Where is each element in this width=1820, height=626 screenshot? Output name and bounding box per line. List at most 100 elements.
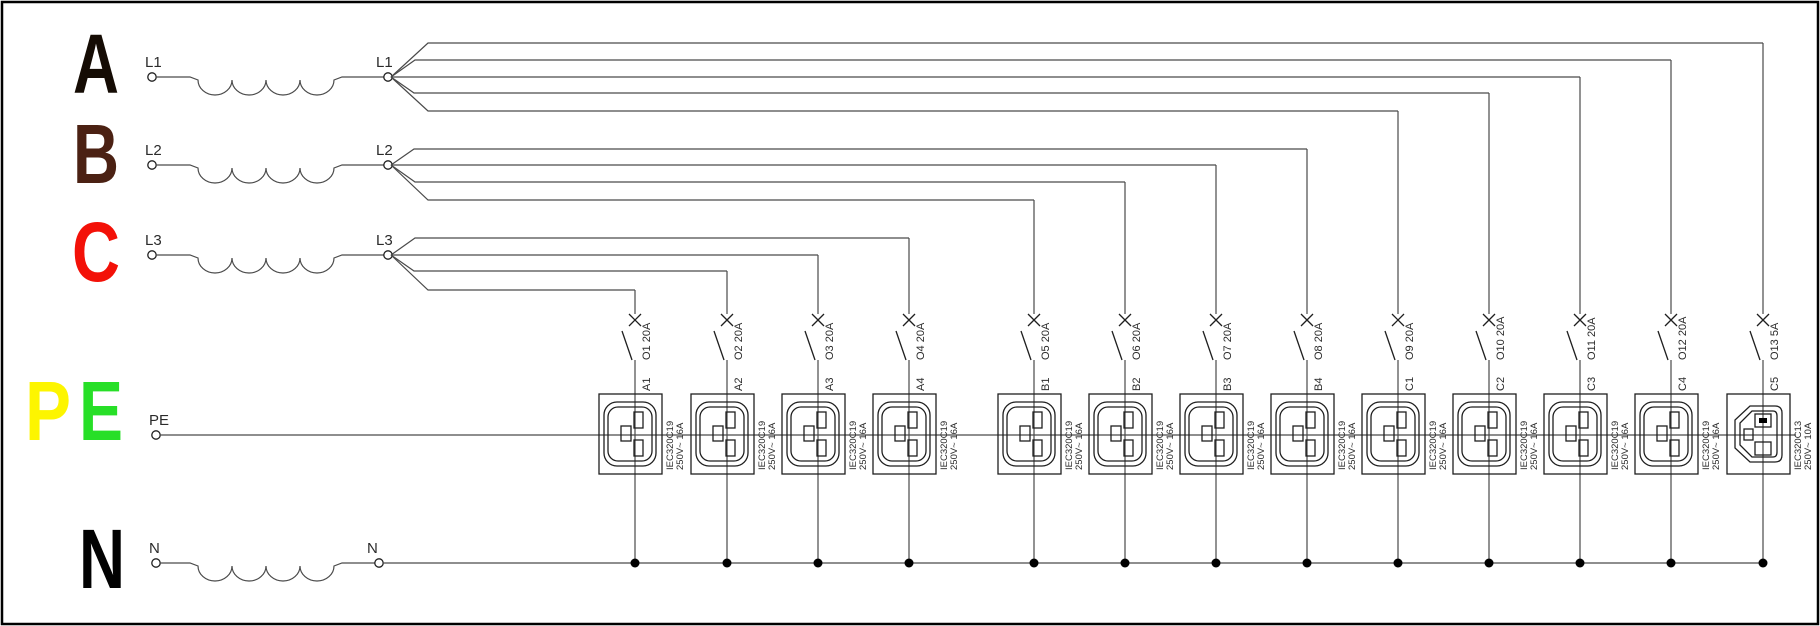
socket-c19-inner [1279,406,1325,462]
neutral-junction-dot [1029,558,1039,568]
socket-pin-left [1656,425,1668,442]
socket-c19-inner [1643,406,1689,462]
socket-pin-top [816,411,827,429]
breaker-x-icon [1664,313,1678,327]
socket-pin-bottom [816,439,827,457]
socket-type-label-B2: IEC320C19 [1155,421,1166,470]
socket-rating-label-A2: 250V~ 16A [767,422,778,470]
outlet-label-B4: B4 [1313,378,1325,391]
inductor-coil-N [160,562,375,582]
outlet-label-C5: C5 [1769,377,1781,391]
terminal-label-B: L2 [145,142,162,159]
socket-pin-top [1214,411,1225,429]
neutral-junction-dot [1393,558,1403,568]
breaker-blade-icon [1384,330,1396,361]
breaker-blade-icon [895,330,907,361]
fan-line-B4 [390,148,1307,166]
breaker-x-icon [628,313,642,327]
node-label-C: L3 [376,232,393,249]
outlet-box-C5 [1726,393,1791,475]
socket-c19-outline [786,401,840,467]
breaker-label-B1: O5 20A [1040,322,1052,360]
breaker-label-C4: O12 20A [1677,316,1689,360]
fan-line-A1 [390,254,635,291]
breaker-label-B2: O6 20A [1131,322,1143,360]
node-label-N: N [367,540,378,557]
socket-pin-bottom [1578,439,1589,457]
outlet-box-B1 [997,393,1062,475]
socket-c19-inner [1097,406,1143,462]
breaker-blade-icon [713,330,725,361]
fan-line-C1 [390,76,1398,112]
breaker-label-C5: O13 5A [1769,322,1781,360]
phase-letter-B: B [73,107,119,201]
outlet-label-A2: A2 [733,378,745,391]
outlet-label-C1: C1 [1404,377,1416,391]
inductor-coil-B [156,164,384,184]
socket-type-label-A4: IEC320C19 [939,421,950,470]
breaker-label-A2: O2 20A [733,322,745,360]
socket-pin-bottom [1754,441,1772,456]
socket-c19-outline [695,401,749,467]
socket-type-label-C1: IEC320C19 [1428,421,1439,470]
socket-pin-top [907,411,918,429]
breaker-blade-icon [1202,330,1214,361]
outlet-label-A4: A4 [915,378,927,391]
outlet-box-C2 [1452,393,1517,475]
socket-type-label-B1: IEC320C19 [1064,421,1075,470]
neutral-junction-dot [813,558,823,568]
breaker-x-icon [1118,313,1132,327]
outlet-box-B3 [1179,393,1244,475]
fan-line-A2 [390,254,727,272]
node-circle-A [383,72,393,82]
socket-c19-inner [1370,406,1416,462]
breaker-x-icon [1573,313,1587,327]
breaker-label-A3: O3 20A [824,322,836,360]
socket-c19-outline [1184,401,1238,467]
socket-pin-left [712,425,724,442]
phase-letter-N: N [79,512,125,606]
socket-c19-inner [1552,406,1598,462]
socket-c19-outline [1548,401,1602,467]
breaker-blade-icon [1475,330,1487,361]
fan-line-C5 [390,42,1763,78]
socket-pin-left [1743,428,1754,441]
socket-pin-top [1396,411,1407,429]
breaker-blade-icon [804,330,816,361]
breaker-x-icon [811,313,825,327]
socket-c13-outline [1734,405,1783,463]
neutral-junction-dot [1211,558,1221,568]
socket-pin-top [1578,411,1589,429]
neutral-junction-dot [722,558,732,568]
outlet-label-B2: B2 [1131,378,1143,391]
breaker-x-icon [1391,313,1405,327]
outlet-box-A3 [781,393,846,475]
phase-letter-PE-0: P [25,364,71,458]
socket-type-label-B4: IEC320C19 [1337,421,1348,470]
socket-pin-top-slot [1759,418,1767,423]
phase-letter-C: C [72,205,120,299]
socket-rating-label-B1: 250V~ 16A [1074,422,1085,470]
terminal-label-PE: PE [149,412,169,429]
node-label-B: L2 [376,142,393,159]
socket-type-label-A3: IEC320C19 [848,421,859,470]
outlet-box-A4 [872,393,937,475]
socket-pin-bottom [1305,439,1316,457]
socket-pin-bottom [1396,439,1407,457]
breaker-blade-icon [1749,330,1761,361]
socket-pin-left [620,425,632,442]
node-circle-N [374,558,384,568]
terminal-circle-A [147,72,157,82]
socket-c19-outline [1457,401,1511,467]
breaker-x-icon [1482,313,1496,327]
socket-rating-label-A4: 250V~ 16A [949,422,960,470]
outlet-box-A1 [598,393,663,475]
